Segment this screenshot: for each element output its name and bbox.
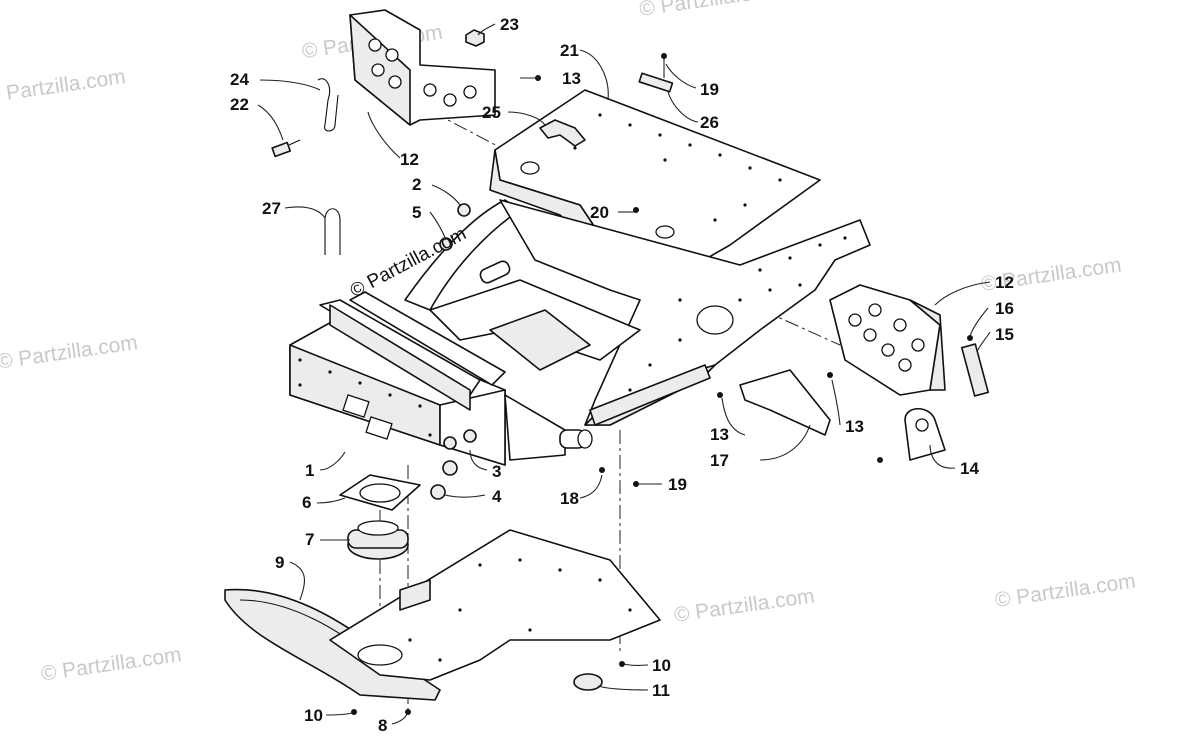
callout-15: 15 xyxy=(995,325,1014,344)
callout-13-top: 13 xyxy=(562,69,581,88)
callout-11: 11 xyxy=(652,681,670,700)
boot-7 xyxy=(347,520,409,560)
washer-5 xyxy=(439,237,453,251)
callout-18: 18 xyxy=(560,489,579,508)
watermark: © Partzilla.com xyxy=(994,570,1137,612)
bracket-25 xyxy=(539,119,586,147)
callout-19-bottom: 19 xyxy=(668,475,687,494)
chassis-frame xyxy=(289,199,871,466)
bushing-3b xyxy=(463,429,477,443)
clip-24 xyxy=(317,78,339,132)
washer-4a xyxy=(442,460,458,476)
watermark: © Partzilla.com xyxy=(638,0,781,21)
ubolt-27 xyxy=(324,208,341,255)
callout-6: 6 xyxy=(302,493,311,512)
callout-1: 1 xyxy=(305,461,314,480)
callout-19-top: 19 xyxy=(700,80,719,99)
callout-10-left: 10 xyxy=(304,706,323,725)
bushing-3a xyxy=(443,436,457,450)
strap-26 xyxy=(638,53,674,93)
callout-23: 23 xyxy=(500,15,519,34)
belly-pan xyxy=(329,529,661,681)
nut-2 xyxy=(457,203,471,217)
watermark: © Partzilla.com xyxy=(0,65,127,107)
callout-22: 22 xyxy=(230,95,249,114)
callout-7: 7 xyxy=(305,530,314,549)
grommet-11 xyxy=(573,673,603,691)
callout-17: 17 xyxy=(710,451,729,470)
callout-16: 16 xyxy=(995,299,1014,318)
leader-lines xyxy=(257,23,991,725)
callout-12-right: 12 xyxy=(995,273,1014,292)
callout-10-right: 10 xyxy=(652,656,671,675)
plate-15 xyxy=(960,343,990,397)
bracket-17 xyxy=(739,369,831,436)
callout-4: 4 xyxy=(492,487,502,506)
callout-21: 21 xyxy=(560,41,579,60)
callout-20: 20 xyxy=(590,203,609,222)
callout-2: 2 xyxy=(412,175,421,194)
callout-25: 25 xyxy=(482,103,501,122)
callout-5: 5 xyxy=(412,203,421,222)
callout-27: 27 xyxy=(262,199,281,218)
callout-26: 26 xyxy=(700,113,719,132)
callout-12-left: 12 xyxy=(400,150,419,169)
bolt-22 xyxy=(271,139,301,158)
plate-6 xyxy=(339,474,421,511)
watermark: © Partzilla.com xyxy=(673,584,816,626)
callout-13-left: 13 xyxy=(710,425,729,444)
callout-8: 8 xyxy=(378,716,387,735)
callout-24: 24 xyxy=(230,70,249,89)
fastener-set xyxy=(351,75,973,715)
bracket-14 xyxy=(904,407,946,461)
bulkhead-bracket-right xyxy=(829,284,946,396)
callout-3: 3 xyxy=(492,462,501,481)
washer-4b xyxy=(430,484,446,500)
watermark: © Partzilla.com xyxy=(0,331,139,373)
callout-14: 14 xyxy=(960,459,979,478)
callout-13-right: 13 xyxy=(845,417,864,436)
callout-labels: 23 24 22 12 21 13 19 25 26 2 5 20 27 12 … xyxy=(230,15,1014,735)
callout-9: 9 xyxy=(275,553,284,572)
watermark: © Partzilla.com xyxy=(40,643,183,685)
bulkhead-bracket-left xyxy=(349,9,496,126)
